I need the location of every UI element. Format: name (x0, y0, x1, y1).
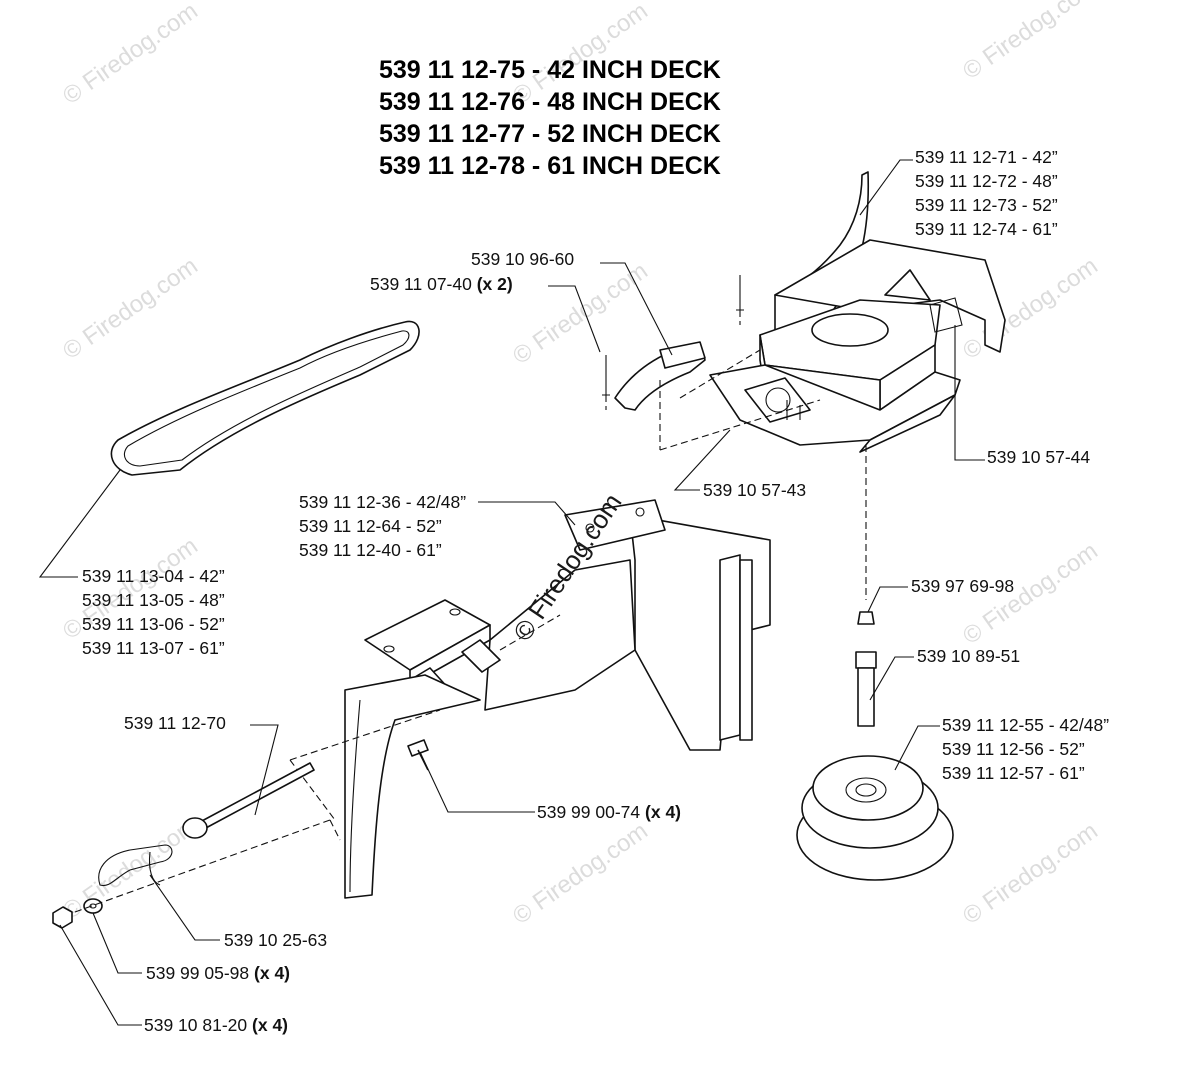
watermark-1: © Firedog.com (58, 0, 203, 110)
leader-lines (38, 159, 985, 1026)
title-line-4: 539 11 12-78 - 61 INCH DECK (379, 152, 721, 180)
fitting-part: 539 97 69-98 (911, 576, 1014, 596)
watermark-10: © Firedog.com (508, 817, 653, 930)
rod-assembly-drawing (52, 762, 341, 929)
belt-part-3: 539 11 13-06 - 52” (82, 614, 225, 634)
spindle-part: 539 10 89-51 (917, 646, 1020, 666)
bracket-part-2: 539 11 12-64 - 52” (299, 516, 442, 536)
bolt-part: 539 99 00-74 (x 4) (537, 802, 681, 822)
belt-drawing (110, 320, 420, 476)
pulley-drawing (796, 755, 954, 881)
watermark-9: © Firedog.com (58, 812, 203, 925)
callout-bracket: 539 11 12-36 - 42/48” 539 11 12-64 - 52”… (299, 492, 466, 560)
washer-part: 539 99 05-98 (x 4) (146, 963, 290, 983)
diagram-title: 539 11 12-75 - 42 INCH DECK 539 11 12-76… (379, 56, 721, 180)
watermark-3: © Firedog.com (958, 0, 1103, 85)
latch-part: 539 10 96-60 (471, 249, 574, 269)
rivet-part: 539 11 07-40 (x 2) (370, 274, 513, 294)
title-line-2: 539 11 12-76 - 48 INCH DECK (379, 88, 721, 116)
belt-part-4: 539 11 13-07 - 61” (82, 638, 225, 658)
callout-shield: 539 11 12-71 - 42” 539 11 12-72 - 48” 53… (915, 147, 1058, 239)
pulley-part-1: 539 11 12-55 - 42/48” (942, 715, 1109, 735)
rod-part: 539 11 12-70 (124, 713, 226, 733)
title-line-3: 539 11 12-77 - 52 INCH DECK (379, 120, 721, 148)
spindle-drawing (855, 611, 877, 727)
belt-part-2: 539 11 13-05 - 48” (82, 590, 225, 610)
bolt-drawing (407, 739, 429, 771)
shield-part-2: 539 11 12-72 - 48” (915, 171, 1058, 191)
pin-part: 539 10 25-63 (224, 930, 327, 950)
callout-belt: 539 11 13-04 - 42” 539 11 13-05 - 48” 53… (82, 566, 225, 658)
watermark-4: © Firedog.com (58, 252, 203, 365)
watermark-11: © Firedog.com (958, 817, 1103, 930)
bracket-part-1: 539 11 12-36 - 42/48” (299, 492, 466, 512)
callout-pulley: 539 11 12-55 - 42/48” 539 11 12-56 - 52”… (942, 715, 1109, 783)
shield-part-3: 539 11 12-73 - 52” (915, 195, 1058, 215)
plate-part: 539 10 57-43 (703, 480, 806, 500)
cover-plate-part: 539 10 57-44 (987, 447, 1090, 467)
pulley-part-2: 539 11 12-56 - 52” (942, 739, 1085, 759)
shield-part-1: 539 11 12-71 - 42” (915, 147, 1058, 167)
title-line-1: 539 11 12-75 - 42 INCH DECK (379, 56, 721, 84)
shield-drawing (602, 171, 1006, 453)
shield-part-4: 539 11 12-74 - 61” (915, 219, 1058, 239)
pulley-part-3: 539 11 12-57 - 61” (942, 763, 1085, 783)
bracket-part-3: 539 11 12-40 - 61” (299, 540, 442, 560)
bracket-drawing (289, 499, 771, 899)
belt-part-1: 539 11 13-04 - 42” (82, 566, 225, 586)
nut-part: 539 10 81-20 (x 4) (144, 1015, 288, 1035)
